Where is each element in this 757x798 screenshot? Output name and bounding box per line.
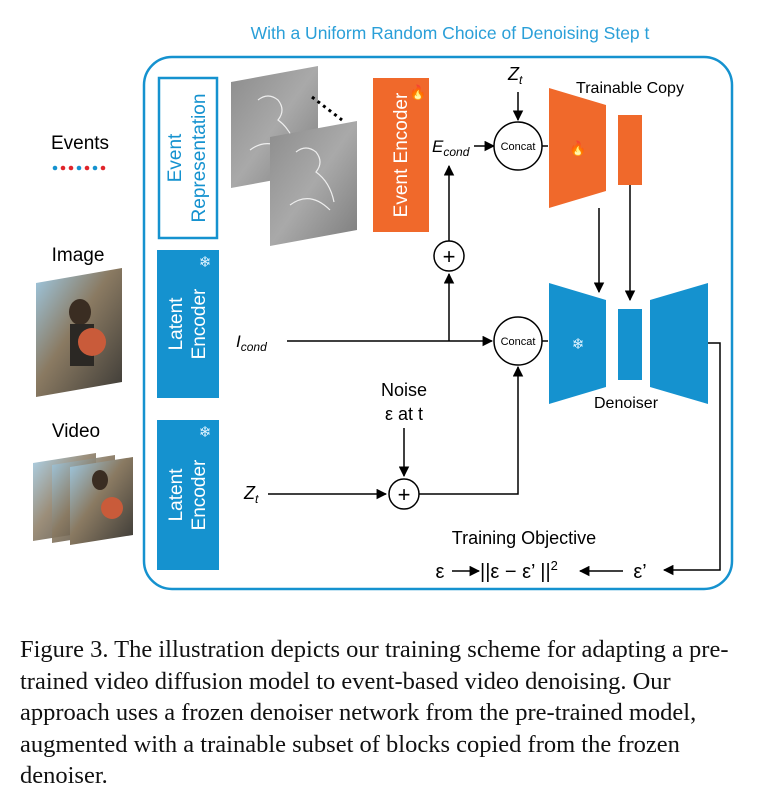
event-dots [52,165,106,171]
event-frames [231,66,357,246]
event-representation-label-1: Event [165,133,186,182]
trainable-copy-middle-block [618,115,642,185]
snowflake-icon: ❄ [199,254,212,271]
objective-epsilon: ε [436,561,445,583]
latent-encoder-image-label-1: Latent [166,297,187,351]
i-cond-label: Icond [236,332,267,354]
objective-epsilon-prime: ε’ [633,561,646,583]
training-objective-label: Training Objective [452,528,596,548]
denoiser-label: Denoiser [594,395,659,412]
input-video-frames [33,453,133,545]
event-encoder-label: Event Encoder [391,92,412,217]
concat-label-top: Concat [501,141,536,153]
latent-encoder-image-label-2: Encoder [189,288,210,359]
figure-caption: Figure 3. The illustration depicts our t… [20,636,729,789]
event-representation-label-2: Representation [189,94,210,223]
training-scheme-diagram: With a Uniform Random Choice of Denoisin… [33,23,734,591]
event-representation-block [157,76,219,240]
latent-encoder-video-label-1: Latent [166,468,187,522]
snowflake-icon: ❄ [199,424,212,441]
objective-norm: ||ε − ε’ ||2 [480,558,558,583]
diagram-title: With a Uniform Random Choice of Denoisin… [251,23,650,43]
noise-label-line1: Noise [381,380,427,400]
flame-icon: 🔥 [569,140,586,157]
zt-bottom-label: Zt [243,483,259,506]
e-cond-label: Econd [432,137,470,159]
zt-top-label: Zt [507,64,523,87]
denoiser-encoder-block [549,283,606,404]
latent-encoder-block-image [157,250,219,398]
training-frame [142,55,734,591]
latent-encoder-video-label-2: Encoder [189,459,210,530]
noise-label-line2: ε at t [385,404,423,424]
denoiser-decoder-block [650,283,708,404]
latent-encoder-block-video [157,420,219,570]
image-label: Image [52,245,105,266]
flame-icon: 🔥 [409,84,426,101]
denoiser-middle-block [618,309,642,380]
concat-label-middle: Concat [501,336,536,348]
input-image [36,268,122,397]
video-label: Video [52,421,100,442]
trainable-copy-label: Trainable Copy [576,80,684,97]
trainable-copy-encoder-block [549,88,606,208]
add-symbol-top: + [443,244,456,269]
snowflake-icon: ❄ [572,336,585,353]
add-symbol-bottom: + [398,482,411,507]
event-encoder-block [373,78,429,232]
events-label: Events [51,133,109,154]
